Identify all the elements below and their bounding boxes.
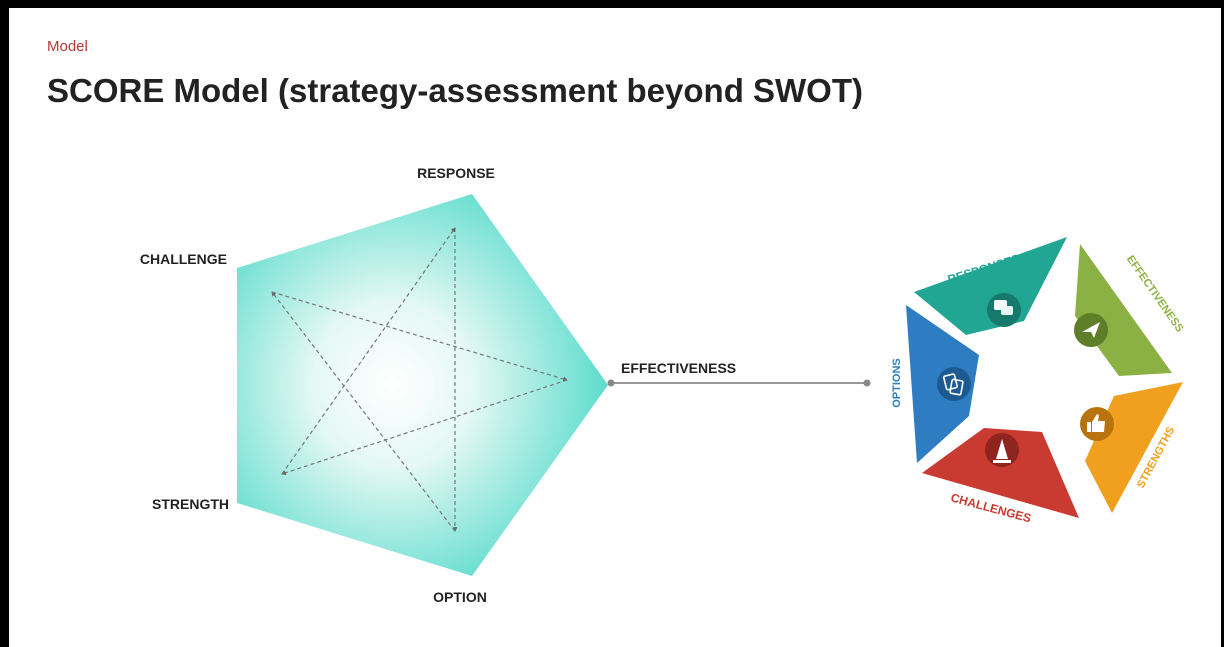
slide: Model SCORE Model (strategy-assessment b… bbox=[9, 8, 1221, 647]
traffic-cone-icon bbox=[993, 439, 1011, 463]
label-strength: STRENGTH bbox=[152, 496, 229, 512]
segment-responses: RESPONSES bbox=[914, 237, 1067, 335]
label-challenge: CHALLENGE bbox=[140, 251, 227, 267]
paper-plane-icon bbox=[1082, 322, 1100, 338]
label-option: OPTION bbox=[433, 589, 487, 605]
segment-challenges: CHALLENGES bbox=[922, 428, 1079, 525]
hexagon-ring: RESPONSES EFFECTIVENESS STRENGTHS bbox=[891, 237, 1186, 525]
label-response: RESPONSE bbox=[417, 165, 495, 181]
pentagram-lines bbox=[271, 227, 568, 532]
connector-start-dot bbox=[607, 379, 615, 387]
score-pentagon bbox=[237, 194, 608, 576]
segment-label-options: OPTIONS bbox=[891, 358, 903, 408]
segment-options: OPTIONS bbox=[891, 305, 979, 463]
label-effectiveness: EFFECTIVENESS bbox=[621, 360, 736, 376]
cards-icon bbox=[942, 373, 964, 396]
segment-strengths: STRENGTHS bbox=[1080, 382, 1183, 513]
score-diagram: RESPONSE CHALLENGE EFFECTIVENESS STRENGT… bbox=[140, 165, 1186, 605]
section-kicker: Model bbox=[47, 38, 88, 55]
segment-effectiveness: EFFECTIVENESS bbox=[1074, 244, 1186, 376]
chat-bubbles-icon bbox=[994, 300, 1013, 315]
connector-end-dot bbox=[863, 379, 871, 387]
page-title: SCORE Model (strategy-assessment beyond … bbox=[47, 72, 863, 109]
thumbs-up-icon bbox=[1087, 414, 1105, 432]
